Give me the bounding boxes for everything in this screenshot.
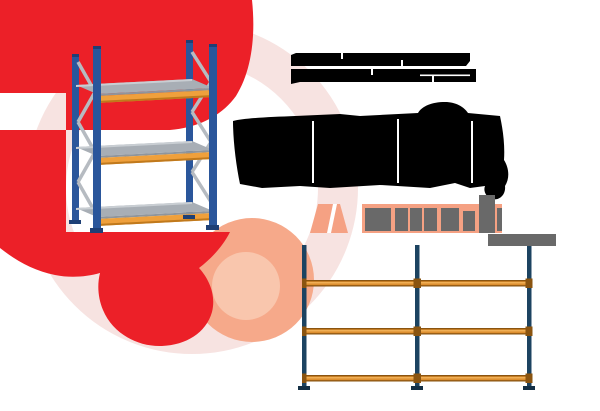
text-wipe-bar-1: [291, 53, 470, 66]
beam-connectors: [302, 278, 533, 383]
headline-mass-shape: [233, 102, 509, 200]
headline-wipe-bars: [291, 53, 476, 84]
rack-photo-rear-right-post: [186, 40, 193, 217]
price-band-wipe: [310, 195, 556, 246]
rack-photo-front-left-post: [93, 46, 101, 229]
pallet-rack-photo: [69, 40, 219, 233]
red-swoosh-arm-shape: [0, 130, 230, 347]
salmon-arc-shape: [190, 218, 314, 342]
headline-slits: [312, 119, 473, 183]
band-wedge-slit: [327, 204, 337, 233]
rack-photo-rear-left-post: [72, 54, 79, 222]
big-headline-wipe: [233, 102, 509, 200]
bar-notches: [341, 53, 470, 82]
band-wedge-shape: [310, 204, 348, 233]
grey-wipe-dash: [488, 234, 556, 246]
price-wipe-blocks: [365, 195, 502, 233]
rack-photo-front-right-post: [209, 44, 217, 226]
wireframe-rack: [298, 245, 535, 390]
wireframe-posts: [302, 245, 532, 386]
shelf-level-2: [76, 141, 216, 166]
price-wipe-slits: [408, 208, 424, 231]
text-wipe-bar-2: [291, 69, 476, 84]
wireframe-feet: [298, 386, 535, 390]
rack-photo-feet: [69, 215, 219, 233]
post-caps: [72, 40, 217, 57]
